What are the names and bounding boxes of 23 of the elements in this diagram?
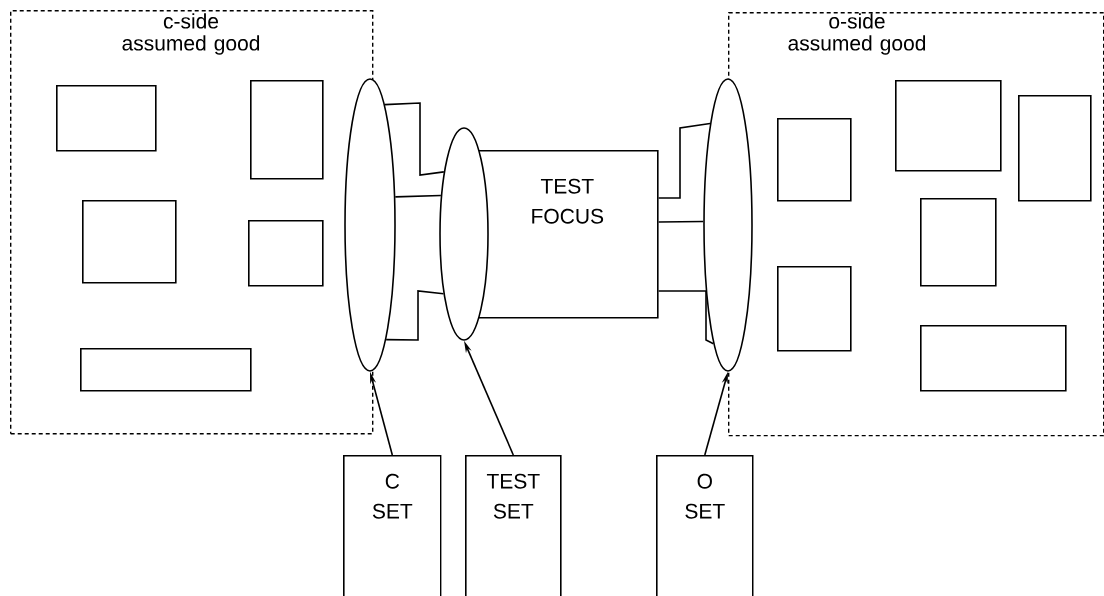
ellipse <box>439 127 489 341</box>
component-box <box>56 85 157 152</box>
connector-line <box>657 122 711 199</box>
ellipse <box>344 78 396 372</box>
connector-line <box>383 102 445 176</box>
component-box <box>80 348 252 392</box>
component-box <box>250 80 324 180</box>
component-box <box>248 220 324 287</box>
connector-line <box>394 194 442 198</box>
ellipse <box>703 78 753 372</box>
component-box <box>895 80 1002 172</box>
connector-line <box>657 290 715 345</box>
labeled-box: TEST SET <box>465 455 562 596</box>
component-box <box>82 200 177 284</box>
component-box <box>777 266 852 352</box>
component-box <box>777 118 852 202</box>
component-box <box>920 325 1067 392</box>
labeled-box: O SET <box>656 455 754 596</box>
labeled-box: C SET <box>343 455 442 596</box>
component-box <box>920 198 997 287</box>
component-box <box>1018 95 1092 202</box>
connector-line <box>657 220 704 223</box>
connector-line <box>385 290 445 341</box>
